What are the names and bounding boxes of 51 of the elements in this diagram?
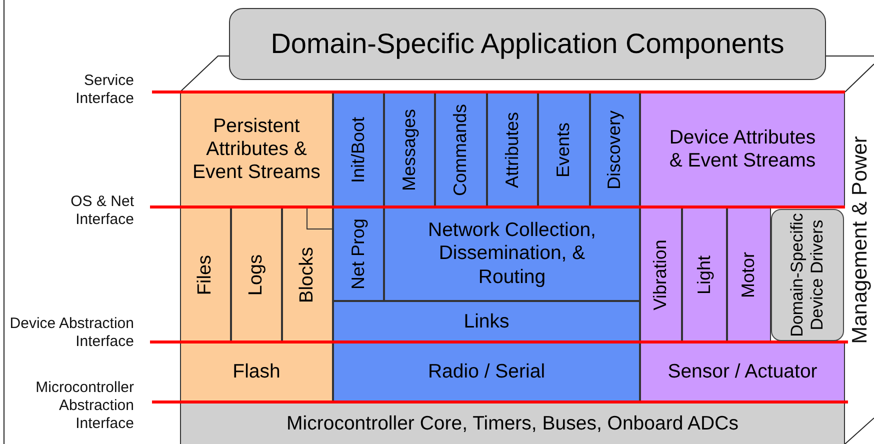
layer-label: Logs [245, 254, 268, 296]
interface-label: Device Abstraction Interface [8, 315, 134, 351]
layer-block [333, 207, 384, 301]
layer-block [384, 92, 435, 207]
layer-label: Flash [232, 360, 282, 384]
side-label: Management & Power [847, 136, 872, 344]
layer-block [435, 92, 487, 207]
layer-block [384, 207, 640, 301]
layer-label: Messages [398, 108, 420, 191]
layer-label: Persistent Attributes & Event Streams [192, 114, 322, 185]
layer-label: Device Attributes & Event Streams [668, 126, 817, 173]
layer-label: Files [194, 254, 216, 295]
layer-label: Commands [450, 103, 472, 196]
layer-label: Radio / Serial [426, 360, 546, 384]
layer-block [180, 207, 231, 342]
layer-block [640, 92, 845, 207]
layer-block [333, 301, 640, 342]
interface-label: Service Interface [74, 72, 134, 108]
layer-label: Blocks [296, 246, 318, 302]
layer-label: Network Collection, Dissemination, & Routing [427, 218, 597, 290]
layer-block [640, 342, 845, 402]
layer-label: Events [553, 122, 574, 178]
layer-label: Attributes [502, 111, 523, 188]
layer-label: Microcontroller Core, Timers, Buses, Onboard ADCs [286, 412, 740, 436]
layer-block [333, 342, 640, 402]
layer-label: Init/Boot [348, 116, 369, 183]
interface-label: Microcontroller Abstraction Interface [34, 379, 134, 433]
layer-label: Vibration [650, 239, 672, 310]
layer-label: Links [462, 310, 510, 334]
interface-label: OS & Net Interface [70, 193, 134, 229]
layer-label: Domain-Specific Device Drivers [787, 212, 828, 339]
layer-block [282, 207, 333, 342]
layer-label: Sensor / Actuator [666, 360, 818, 384]
layer-block [590, 92, 640, 207]
layer-block [487, 92, 538, 207]
driver-box [771, 209, 844, 341]
layer-block [180, 342, 333, 402]
layer-block [640, 207, 682, 342]
title-text: Domain-Specific Application Components [270, 27, 786, 61]
layer-label: Motor [738, 252, 760, 298]
layer-label: Discovery [604, 110, 626, 189]
layer-label: Light [694, 254, 715, 294]
layer-block [538, 92, 590, 207]
layer-block [231, 207, 282, 342]
layer-block [180, 92, 333, 207]
layer-label: Net Prog [348, 218, 369, 290]
layer-block [682, 207, 727, 342]
component-box [229, 8, 826, 80]
layer-block [727, 207, 771, 342]
layer-block [180, 402, 845, 444]
layer-block [333, 92, 384, 207]
